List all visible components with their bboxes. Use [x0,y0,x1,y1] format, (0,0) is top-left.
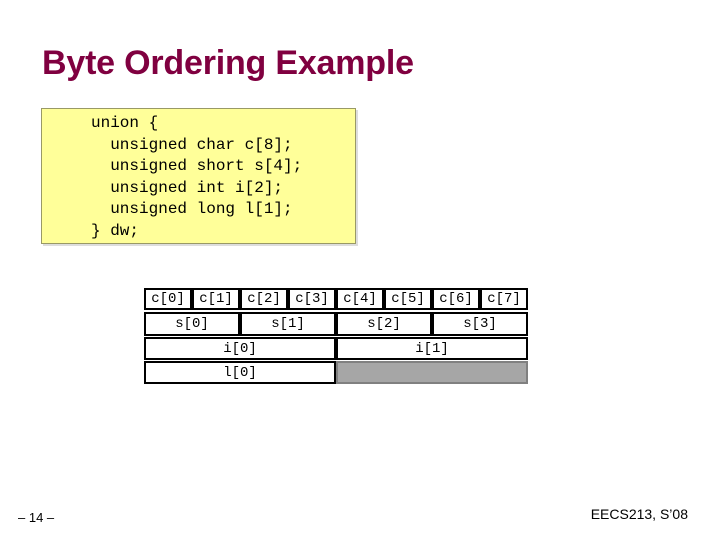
short-cell: s[1] [240,312,336,336]
code-line: unsigned char c[8]; [91,135,293,154]
short-cell: s[0] [144,312,240,336]
code-line: unsigned int i[2]; [91,178,284,197]
char-cell: c[2] [240,288,288,310]
char-cell: c[4] [336,288,384,310]
code-line: unsigned short s[4]; [91,157,303,175]
short-cell: s[3] [432,312,528,336]
int-cell: i[1] [336,337,528,360]
char-cell: c[3] [288,288,336,310]
code-line: } dw; [91,221,140,240]
page-number: – 14 – [18,510,55,525]
code-line: union { [91,114,159,132]
long-cell: l[0] [144,361,336,384]
int-cell: i[0] [144,337,336,360]
char-cell: c[6] [432,288,480,310]
slide-title: Byte Ordering Example [42,44,414,82]
short-cell: s[2] [336,312,432,336]
union-code: union { unsigned char c[8]; unsigned sho… [91,113,302,242]
char-cell: c[0] [144,288,192,310]
char-cell: c[1] [192,288,240,310]
code-line: unsigned long l[1]; [91,200,293,218]
code-box [41,108,356,244]
unused-bytes [336,361,528,384]
char-cell: c[5] [384,288,432,310]
char-cell: c[7] [480,288,528,310]
course-label: EECS213, S’08 [590,506,688,522]
